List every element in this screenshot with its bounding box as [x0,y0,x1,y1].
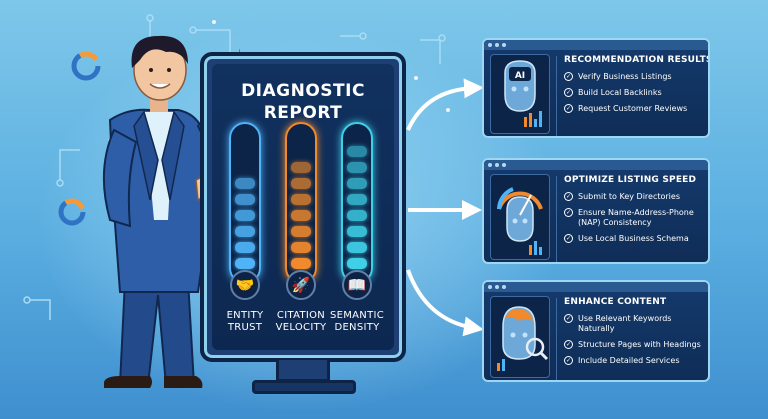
list-item: ✓Build Local Backlinks [564,88,662,97]
gauge-entity [229,122,261,284]
gauge-segment [235,242,255,253]
gauge-segment [291,258,311,269]
check-icon: ✓ [564,192,573,201]
report-title-line2: REPORT [263,103,343,123]
gauge-segment [291,194,311,205]
rocket-icon: 🚀 [286,270,316,300]
gauge-segment [347,210,367,221]
list-item: ✓Use Local Business Schema [564,234,689,243]
brain-magnifier-icon [490,296,550,378]
ai-robot-icon: AI [490,54,550,134]
panel-titlebar [484,282,708,292]
panel-optimize-listing-speed: OPTIMIZE LISTING SPEED ✓Submit to Key Di… [482,158,710,264]
gauge-segment [235,210,255,221]
check-icon: ✓ [564,208,573,217]
list-item: ✓Include Detailed Services [564,356,680,365]
gauge-segment [235,178,255,189]
panel-titlebar [484,160,708,170]
speedometer-robot-icon [490,174,550,260]
arrow-to-enhance [406,269,484,337]
list-item: ✓Verify Business Listings [564,72,672,81]
panel-title-enhance: ENHANCE CONTENT [564,297,667,307]
panel-items-enhance: ✓Use Relevant Keywords Naturally ✓Struct… [564,314,704,372]
panel-title-optimize: OPTIMIZE LISTING SPEED [564,175,697,185]
gauge-segment [291,178,311,189]
ai-label: AI [515,71,525,81]
handshake-icon: 🤝 [230,270,260,300]
gauge-citation [285,122,317,284]
gauge-segment [291,226,311,237]
check-icon: ✓ [564,72,573,81]
gauge-semantic [341,122,373,284]
gauge-segment [291,242,311,253]
gauge-segment [347,242,367,253]
book-icon: 📖 [342,270,372,300]
list-item: ✓Use Relevant Keywords Naturally [564,314,672,333]
panel-title-recommendation: RECOMMENDATION RESULTS [564,55,710,65]
list-item: ✓Ensure Name-Address-Phone (NAP) Consist… [564,208,694,227]
report-title-line1: DIAGNOSTIC [241,81,365,101]
connector-arrows [406,78,484,337]
gauge-segment [347,146,367,157]
gauge-segment [235,226,255,237]
panel-items-recommendation: ✓Verify Business Listings ✓Build Local B… [564,72,704,120]
gauge-segment [291,210,311,221]
gauge-segment [291,162,311,173]
panel-recommendation-results: AI RECOMMENDATION RESULTS ✓Verify Busine… [482,38,710,138]
gauge-segment [347,258,367,269]
check-icon: ✓ [564,88,573,97]
list-item: ✓Submit to Key Directories [564,192,680,201]
gauge-segment [347,226,367,237]
panel-enhance-content: ENHANCE CONTENT ✓Use Relevant Keywords N… [482,280,710,382]
report-title: DIAGNOSTIC REPORT [212,80,394,124]
list-item: ✓Request Customer Reviews [564,104,688,113]
check-icon: ✓ [564,340,573,349]
gauge-segment [347,162,367,173]
panel-titlebar [484,40,708,50]
monitor-stand-neck [276,360,330,382]
gauge-segment [235,194,255,205]
check-icon: ✓ [564,356,573,365]
check-icon: ✓ [564,314,573,323]
gauge-segment [347,194,367,205]
check-icon: ✓ [564,104,573,113]
check-icon: ✓ [564,234,573,243]
list-item: ✓Structure Pages with Headings [564,340,701,349]
gauge-segment [235,258,255,269]
gauge-segment [347,178,367,189]
arrow-to-recommendation [406,78,484,131]
panel-items-optimize: ✓Submit to Key Directories ✓Ensure Name-… [564,192,704,250]
monitor-stand-base [252,380,356,394]
